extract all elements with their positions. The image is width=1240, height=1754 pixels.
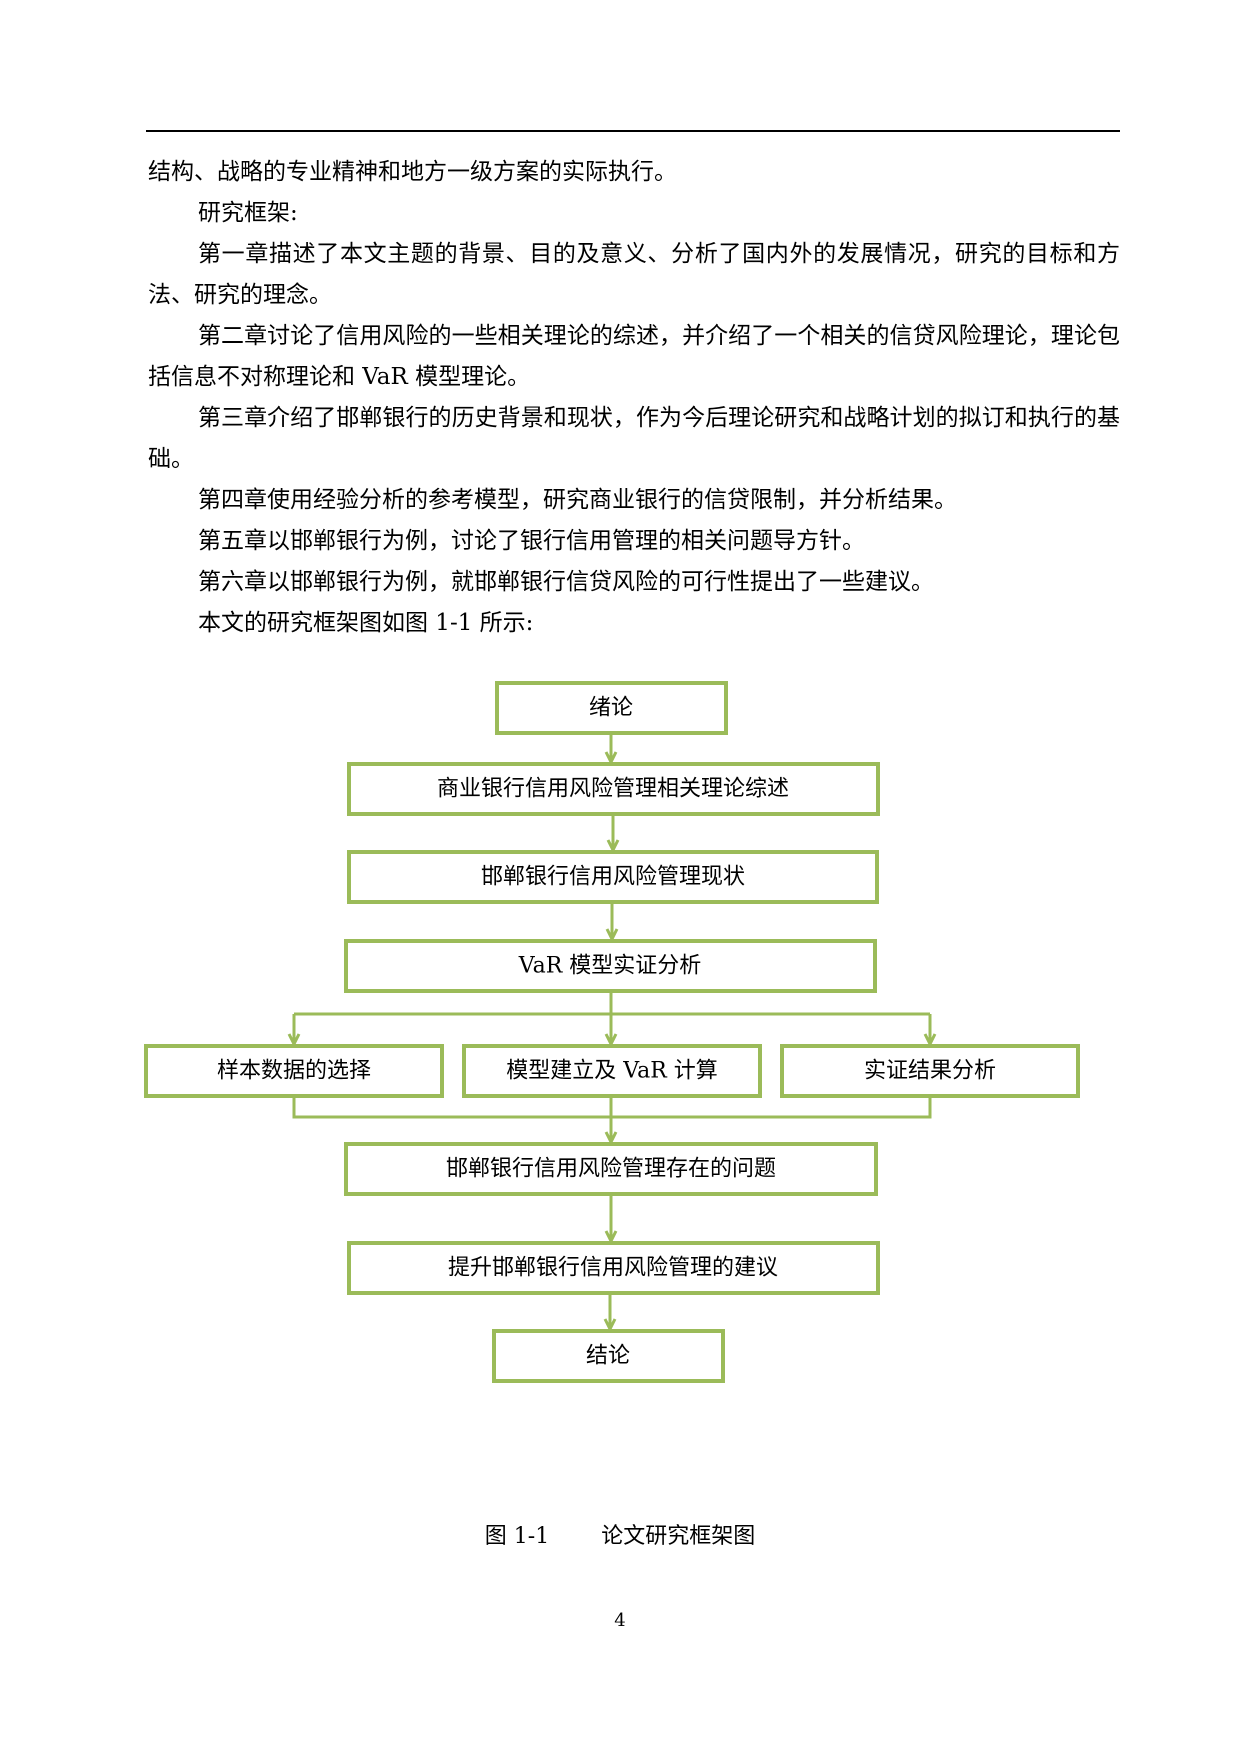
paragraph: 第一章描述了本文主题的背景、目的及意义、分析了国内外的发展情况，研究的目标和方法… bbox=[148, 241, 1120, 308]
node-conclusion-label: 结论 bbox=[586, 1344, 630, 1369]
node-suggestions-label: 提升邯郸银行信用风险管理的建议 bbox=[448, 1256, 778, 1281]
page-number: 4 bbox=[614, 1610, 626, 1631]
node-var-analysis-label: VaR 模型实证分析 bbox=[518, 954, 702, 979]
paragraph: 第三章介绍了邯郸银行的历史背景和现状，作为今后理论研究和战略计划的拟订和执行的基… bbox=[148, 405, 1120, 472]
header-rule bbox=[146, 130, 1120, 132]
arrowhead-icon bbox=[605, 928, 619, 943]
arrowhead-icon bbox=[604, 751, 618, 766]
node-problems-label: 邯郸银行信用风险管理存在的问题 bbox=[446, 1157, 776, 1182]
arrowhead-icon bbox=[603, 1318, 617, 1333]
paragraph: 研究框架: bbox=[198, 200, 298, 226]
paragraph: 第六章以邯郸银行为例，就邯郸银行信贷风险的可行性提出了一些建议。 bbox=[198, 569, 934, 595]
node-intro-label: 绪论 bbox=[589, 696, 633, 721]
box-suggestions bbox=[347, 1241, 880, 1295]
box-conclusion bbox=[492, 1329, 725, 1383]
arrowhead-icon bbox=[287, 1033, 301, 1048]
paragraph: 第四章使用经验分析的参考模型，研究商业银行的信贷限制，并分析结果。 bbox=[198, 487, 957, 513]
node-theory-review-label: 商业银行信用风险管理相关理论综述 bbox=[437, 777, 789, 802]
flow-arrows bbox=[287, 733, 937, 1333]
arrowhead-icon bbox=[604, 1230, 618, 1245]
figure-title: 论文研究框架图 bbox=[601, 1524, 756, 1549]
node-sample-selection-label: 样本数据的选择 bbox=[217, 1059, 371, 1084]
paragraph: 第五章以邯郸银行为例，讨论了银行信用管理的相关问题导方针。 bbox=[198, 528, 865, 554]
paragraph: 第二章讨论了信用风险的一些相关理论的综述，并介绍了一个相关的信贷风险理论，理论包… bbox=[148, 323, 1120, 390]
node-model-building-label: 模型建立及 VaR 计算 bbox=[506, 1059, 718, 1084]
arrowhead-icon bbox=[923, 1033, 937, 1048]
figure-number: 图 1-1 bbox=[484, 1524, 550, 1549]
arrowhead-icon bbox=[606, 839, 620, 854]
arrowhead-icon bbox=[604, 1131, 618, 1146]
arrowhead-icon bbox=[604, 1033, 618, 1048]
node-status-label: 邯郸银行信用风险管理现状 bbox=[481, 865, 745, 890]
paragraph: 本文的研究框架图如图 1-1 所示: bbox=[198, 610, 534, 636]
body-text: 结构、战略的专业精神和地方一级方案的实际执行。 研究框架: 第一章描述了本文主题… bbox=[148, 152, 1120, 644]
paragraph: 结构、战略的专业精神和地方一级方案的实际执行。 bbox=[148, 159, 677, 185]
node-results-label: 实证结果分析 bbox=[864, 1059, 996, 1084]
figure-caption: 图 1-1 论文研究框架图 bbox=[0, 1518, 1240, 1550]
